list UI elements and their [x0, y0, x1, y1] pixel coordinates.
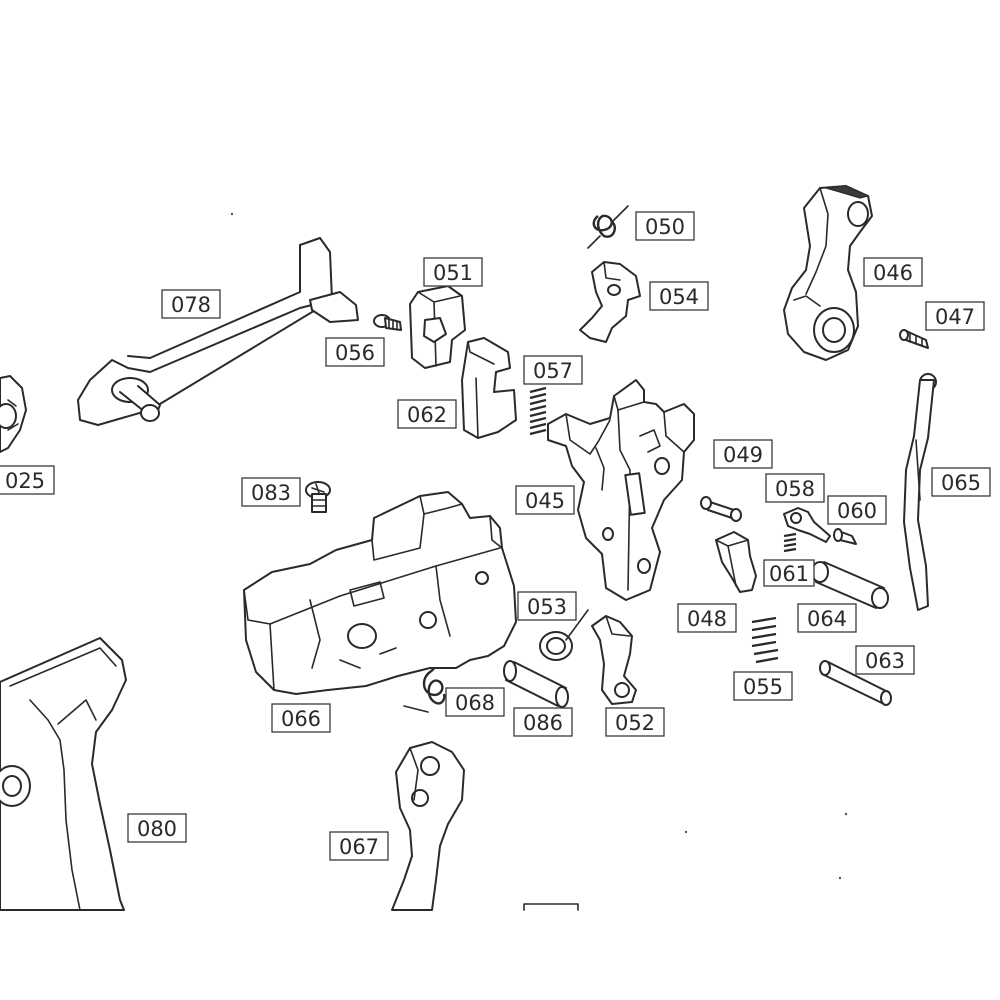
label-052: 052 [605, 707, 665, 737]
part-064-tube [811, 561, 889, 609]
label-025: 025 [0, 465, 55, 495]
part-062-bracket [461, 337, 517, 439]
svg-text:057: 057 [533, 359, 573, 383]
svg-text:086: 086 [523, 711, 563, 735]
label-065: 065 [931, 467, 991, 497]
label-050: 050 [635, 211, 695, 241]
svg-text:047: 047 [935, 305, 975, 329]
part-060-pin [833, 528, 857, 545]
svg-text:080: 080 [137, 817, 177, 841]
part-053-spring [539, 609, 589, 661]
part-050-torsion-spring [587, 205, 629, 249]
label-053: 053 [517, 591, 577, 621]
label-045: 045 [515, 485, 575, 515]
label-060: 060 [827, 495, 887, 525]
label-049: 049 [713, 439, 773, 469]
svg-text:056: 056 [335, 341, 375, 365]
part-025-partial [0, 375, 27, 453]
part-056-screw [373, 314, 402, 331]
label-066: 066 [271, 703, 331, 733]
scan-specks [230, 212, 848, 880]
part-052-link [591, 615, 637, 705]
svg-text:060: 060 [837, 499, 877, 523]
part-045-housing [547, 379, 695, 601]
label-055: 055 [733, 671, 793, 701]
svg-text:055: 055 [743, 675, 783, 699]
svg-text:049: 049 [723, 443, 763, 467]
label-048: 048 [677, 603, 737, 633]
part-063-pin [819, 660, 892, 706]
svg-text:050: 050 [645, 215, 685, 239]
part-057-spring [529, 386, 547, 436]
part-046-hammer [783, 185, 873, 361]
part-049-pin [700, 496, 742, 522]
svg-text:025: 025 [5, 469, 45, 493]
svg-text:083: 083 [251, 481, 291, 505]
label-054: 054 [649, 281, 709, 311]
svg-text:068: 068 [455, 691, 495, 715]
label-067: 067 [329, 831, 389, 861]
label-064: 064 [797, 603, 857, 633]
label-083: 083 [241, 477, 301, 507]
part-068-spring [403, 653, 446, 713]
part-048-sear [715, 531, 757, 593]
svg-text:067: 067 [339, 835, 379, 859]
part-058-lever [783, 507, 831, 543]
svg-text:046: 046 [873, 261, 913, 285]
part-083-screw [305, 481, 331, 513]
svg-text:045: 045 [525, 489, 565, 513]
svg-text:062: 062 [407, 403, 447, 427]
svg-text:058: 058 [775, 477, 815, 501]
label-056: 056 [325, 337, 385, 367]
label-062: 062 [397, 399, 457, 429]
label-061: 061 [763, 559, 815, 587]
label-051: 051 [423, 257, 483, 287]
svg-text:053: 053 [527, 595, 567, 619]
svg-text:063: 063 [865, 649, 905, 673]
svg-text:048: 048 [687, 607, 727, 631]
svg-text:065: 065 [941, 471, 981, 495]
label-046: 046 [863, 257, 923, 287]
part-054-disconnector [579, 261, 641, 343]
part-051-block [409, 285, 466, 369]
label-068: 068 [445, 687, 505, 717]
part-066-frame [243, 491, 517, 695]
part-086-tube [503, 660, 569, 708]
svg-text:078: 078 [171, 293, 211, 317]
part-055-spring [751, 616, 779, 664]
svg-text:064: 064 [807, 607, 847, 631]
svg-text:066: 066 [281, 707, 321, 731]
part-065-arm [903, 373, 937, 611]
part-061-spring [783, 532, 797, 553]
label-080: 080 [127, 813, 187, 843]
part-067-trigger [391, 741, 465, 911]
svg-text:061: 061 [769, 562, 809, 586]
svg-text:052: 052 [615, 711, 655, 735]
part-047-pin [899, 329, 929, 349]
label-063: 063 [855, 645, 915, 675]
part-078-slide-stop [77, 237, 359, 426]
label-047: 047 [925, 301, 985, 331]
part-080-grip [0, 637, 127, 911]
svg-text:051: 051 [433, 261, 473, 285]
label-078: 078 [161, 289, 221, 319]
svg-text:054: 054 [659, 285, 699, 309]
label-057: 057 [523, 355, 583, 385]
label-058: 058 [765, 473, 825, 503]
label-086: 086 [513, 707, 573, 737]
partial-label-box [523, 903, 579, 911]
